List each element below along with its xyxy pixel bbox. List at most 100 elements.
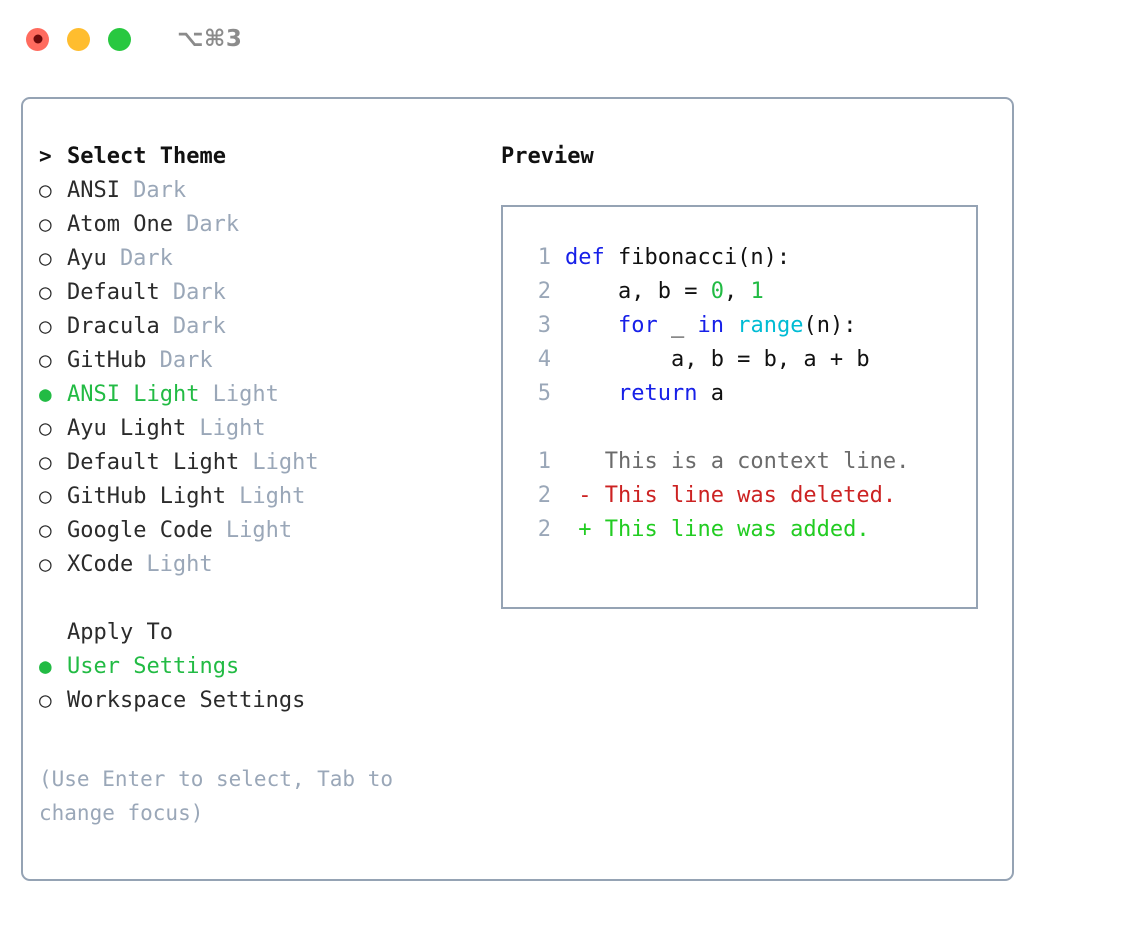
line-number: 1 (537, 245, 551, 270)
traffic-light-group (26, 27, 131, 51)
apply-to-option-label: Workspace Settings (67, 688, 306, 713)
theme-variant-badge: Light (212, 382, 279, 407)
token-txt: a, b = (565, 279, 711, 304)
theme-list-item[interactable]: ○ Atom One Dark (39, 212, 499, 246)
window-titlebar: ⌥⌘3 (0, 0, 1140, 78)
code-line: 4 a, b = b, a + b (517, 347, 976, 381)
radio-unselected-icon[interactable]: ○ (39, 552, 52, 576)
theme-variant-badge: Light (146, 552, 213, 577)
radio-unselected-icon[interactable]: ○ (39, 246, 52, 270)
theme-name: ANSI Light (67, 382, 200, 407)
theme-variant-badge: Dark (186, 212, 240, 237)
token-num: 1 (750, 279, 764, 304)
line-content: for _ in range(n): (565, 313, 856, 338)
radio-unselected-icon[interactable]: ○ (39, 314, 52, 338)
token-txt: a, b = b, a + b (565, 347, 870, 372)
radio-unselected-icon[interactable]: ○ (39, 484, 52, 508)
radio-unselected-icon[interactable]: ○ (39, 212, 52, 236)
line-number: 2 (537, 517, 551, 542)
help-text: (Use Enter to select, Tab to change focu… (39, 767, 394, 825)
apply-to-header: Apply To (39, 620, 499, 654)
code-line: 5 return a (517, 381, 976, 415)
token-del: - This line was deleted. (565, 483, 897, 508)
line-number: 5 (537, 381, 551, 406)
radio-unselected-icon[interactable]: ○ (39, 518, 52, 542)
maximize-dot[interactable] (108, 27, 131, 51)
list-spacer (39, 586, 499, 620)
close-recording-dot[interactable] (26, 27, 49, 51)
line-content: - This line was deleted. (565, 483, 896, 508)
theme-name: Default (67, 280, 160, 305)
minimize-dot[interactable] (67, 27, 90, 51)
radio-unselected-icon[interactable]: ○ (39, 688, 52, 712)
radio-unselected-icon[interactable]: ○ (39, 348, 52, 372)
token-ctx: This is a context line. (565, 449, 910, 474)
token-kw: def (565, 245, 618, 270)
line-content: a, b = 0, 1 (565, 279, 764, 304)
line-content: a, b = b, a + b (565, 347, 870, 372)
theme-list-item[interactable]: ○ Ayu Light Light (39, 416, 499, 450)
select-theme-title: Select Theme (67, 144, 226, 169)
theme-name: Ayu (67, 246, 107, 271)
theme-name: Google Code (67, 518, 213, 543)
diff-sample-block: 1 This is a context line. 2 - This line w… (517, 449, 976, 551)
theme-name: Ayu Light (67, 416, 187, 441)
theme-name: GitHub (67, 348, 147, 373)
theme-list-item[interactable]: ○ XCode Light (39, 552, 499, 586)
theme-name: Dracula (67, 314, 160, 339)
help-spacer (39, 722, 499, 756)
theme-variant-badge: Dark (133, 178, 187, 203)
theme-list-item[interactable]: ○ Ayu Dark (39, 246, 499, 280)
line-number: 4 (537, 347, 551, 372)
radio-unselected-icon[interactable]: ○ (39, 280, 52, 304)
token-kw: in (697, 313, 738, 338)
theme-name: Atom One (67, 212, 173, 237)
radio-unselected-icon[interactable]: ○ (39, 450, 52, 474)
line-content: return a (565, 381, 724, 406)
theme-name: Default Light (67, 450, 240, 475)
theme-list-item[interactable]: ● ANSI Light Light (39, 382, 499, 416)
keyboard-shortcut-label: ⌥⌘3 (177, 26, 243, 52)
apply-to-option[interactable]: ○ Workspace Settings (39, 688, 499, 722)
diff-line: 1 This is a context line. (517, 449, 976, 483)
theme-variant-badge: Dark (159, 348, 213, 373)
token-kw: for (617, 313, 671, 338)
token-kw: return (617, 381, 711, 406)
theme-list-item[interactable]: ○ GitHub Dark (39, 348, 499, 382)
line-number: 1 (537, 449, 551, 474)
code-line: 2 a, b = 0, 1 (517, 279, 976, 313)
select-theme-header: > Select Theme (39, 144, 499, 178)
theme-variant-badge: Light (225, 518, 293, 543)
token-txt: a (710, 381, 724, 406)
apply-to-option-label: User Settings (67, 654, 240, 679)
theme-variant-badge: Dark (119, 246, 173, 271)
token-num: 0 (710, 279, 724, 304)
token-txt (565, 313, 618, 338)
theme-list-item[interactable]: ○ Google Code Light (39, 518, 499, 552)
theme-variant-badge: Light (199, 416, 266, 441)
apply-to-option[interactable]: ● User Settings (39, 654, 499, 688)
line-content: This is a context line. (565, 449, 910, 474)
theme-name: XCode (67, 552, 134, 577)
theme-name: GitHub Light (67, 484, 226, 509)
line-content: + This line was added. (565, 517, 869, 542)
apply-to-title: Apply To (67, 620, 173, 645)
radio-selected-icon[interactable]: ● (39, 382, 52, 406)
radio-unselected-icon[interactable]: ○ (39, 178, 52, 202)
radio-unselected-icon[interactable]: ○ (39, 416, 52, 440)
line-content: def fibonacci(n): (565, 245, 790, 270)
line-number: 3 (537, 313, 551, 338)
radio-selected-icon[interactable]: ● (39, 654, 52, 678)
code-line: 3 for _ in range(n): (517, 313, 976, 347)
